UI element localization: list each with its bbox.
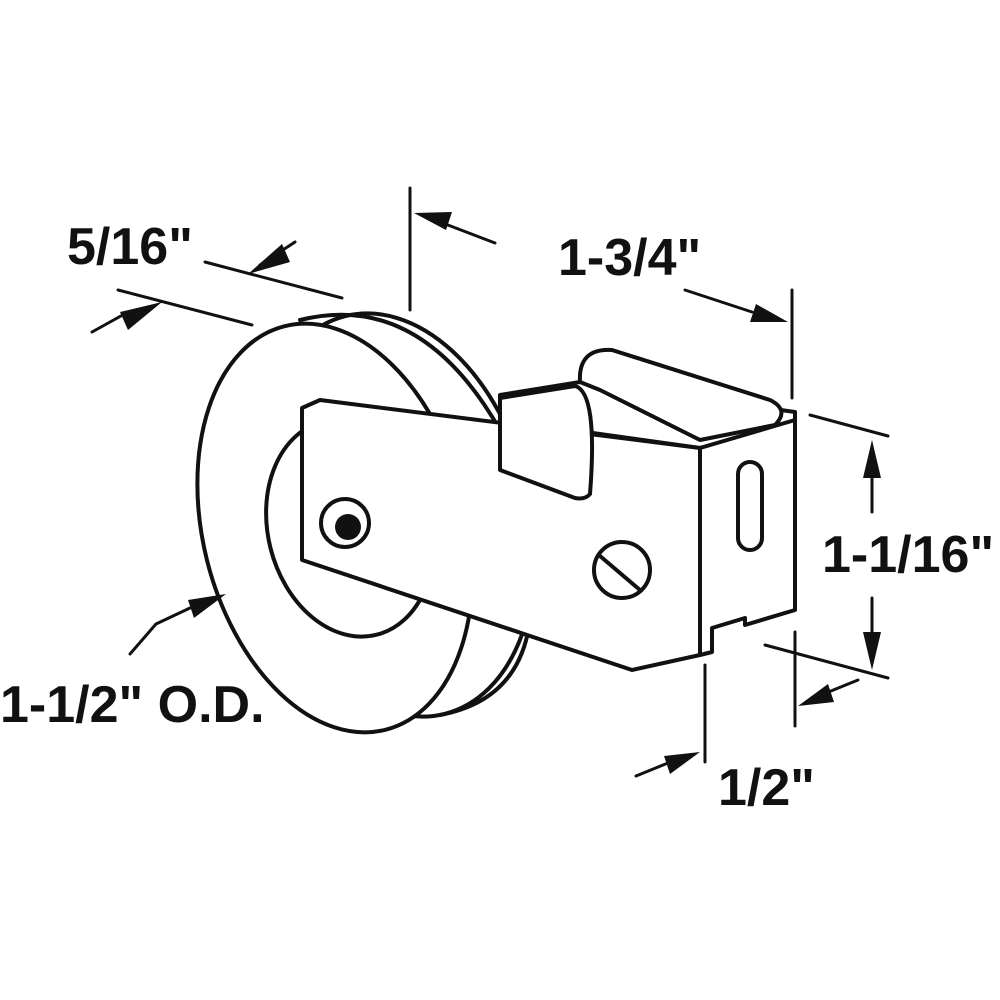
dim-height-arrow-top [863,440,881,478]
dim-depth: 1/2" [634,630,860,817]
dim-width-ext-bottom [116,288,254,327]
dim-diameter: 1-1/2" O.D. [0,594,265,734]
dim-length-line-right [683,288,754,314]
dim-length-arrow-left [414,212,452,230]
dim-length: 1-3/4" [408,186,794,400]
length-label: 1-3/4" [558,229,701,287]
dim-height: 1-1/16" [763,413,994,680]
bracket-clip [577,347,784,442]
wheel-top-edge [298,312,502,432]
width-label: 5/16" [67,218,193,276]
dim-depth-line-right [824,678,860,695]
dim-depth-arrow-right [798,684,834,706]
dim-width-arrow-bottom [120,302,162,330]
dim-wheel-width: 5/16" [67,218,344,334]
dim-height-ext-top [808,413,890,438]
bracket-face [300,398,702,672]
dim-depth-line-left [634,761,670,778]
dim-height-ext-bottom [763,643,890,680]
axle-hole [335,514,361,540]
dim-diameter-arrow [188,594,226,618]
diameter-label: 1-1/2" O.D. [0,676,265,734]
wheel-bottom-edge [438,618,532,717]
dim-length-arrow-right [750,304,788,322]
screw-slot [598,554,642,592]
face-slot [498,384,595,501]
bracket-slot [736,460,764,552]
depth-label: 1/2" [718,759,815,817]
dim-diameter-leader [128,606,192,656]
dim-height-arrow-bottom [863,632,881,670]
dim-width-arrow-top [248,244,290,274]
bracket [300,347,797,672]
dim-width-ext-top [203,260,344,300]
dim-length-line-left [438,220,497,245]
dim-depth-arrow-left [664,752,700,774]
height-label: 1-1/16" [822,526,994,584]
